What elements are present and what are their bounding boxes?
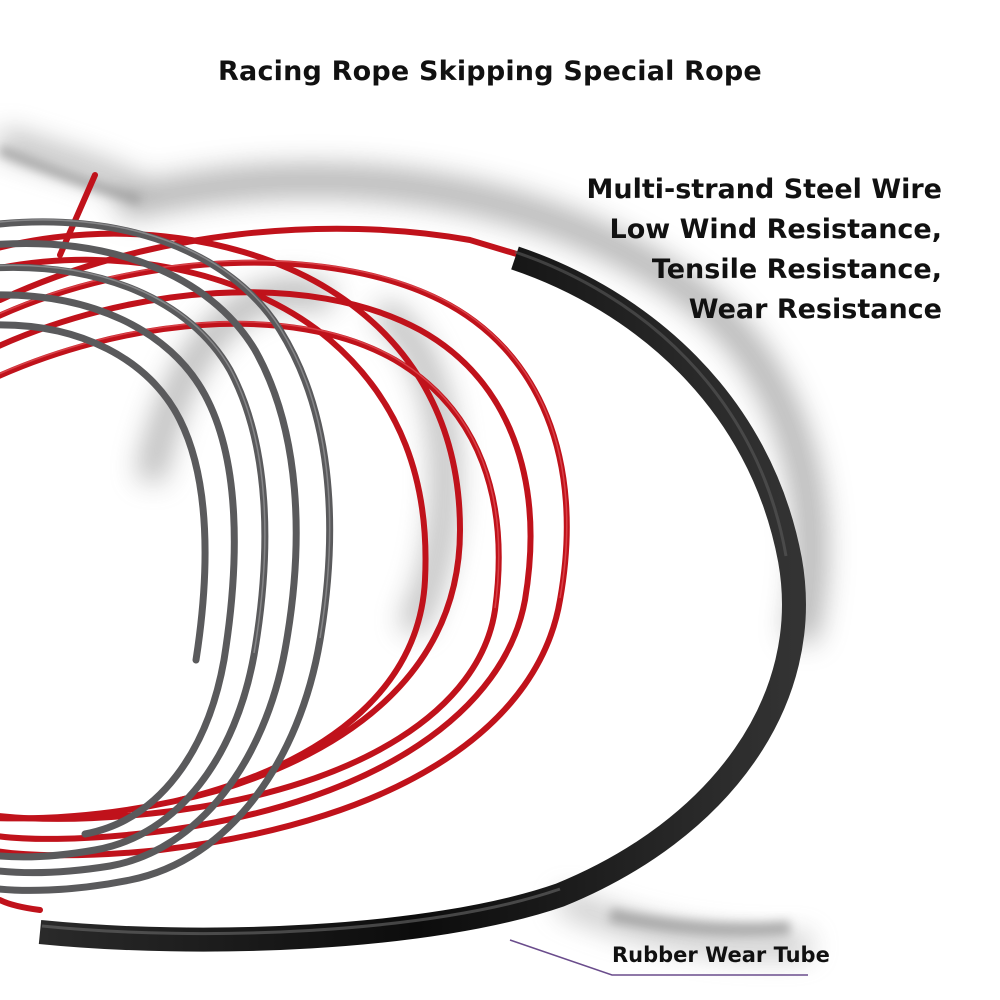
callout-pointer (509, 939, 808, 976)
feature-item: Multi-strand Steel Wire (586, 174, 942, 205)
feature-item: Low Wind Resistance, (609, 214, 942, 245)
feature-list: Multi-strand Steel Wire Low Wind Resista… (587, 170, 942, 330)
blurred-cable-background (0, 145, 791, 937)
gray-cable-highlight (0, 219, 331, 654)
page-title: Racing Rope Skipping Special Rope (218, 56, 762, 87)
tube-callout-label: Rubber Wear Tube (612, 943, 830, 967)
feature-item: Tensile Resistance, (651, 254, 942, 285)
feature-item: Wear Resistance (688, 294, 942, 325)
rubber-wear-tube (38, 246, 806, 952)
red-cable-highlight (0, 259, 568, 609)
